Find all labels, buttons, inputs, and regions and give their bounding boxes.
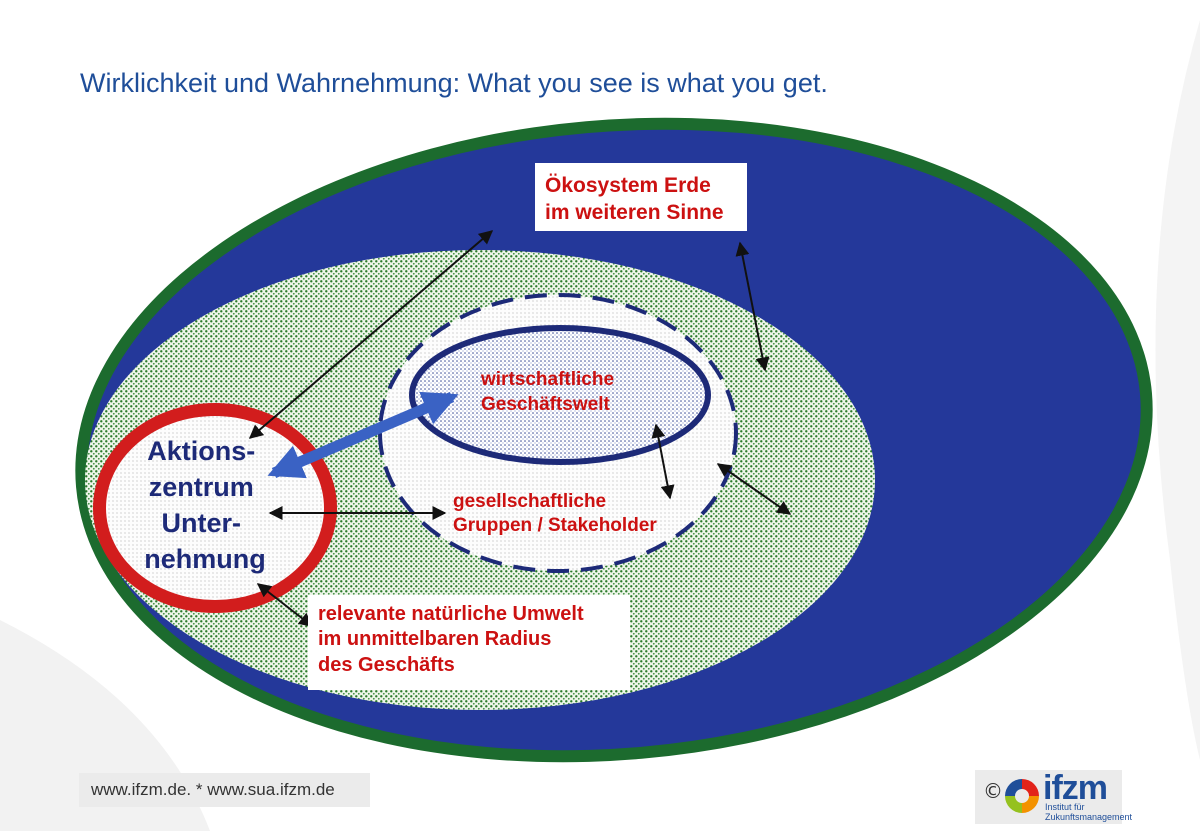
environment-label: relevante natürliche Umwelt im unmittelb… (318, 603, 589, 676)
arrow-business-to-stakeholder (651, 423, 675, 500)
ifzm-logo: © ifzm Institut für Zukunftsmanagement (975, 769, 1132, 824)
environment-label-box (308, 595, 630, 690)
arrow-ecosystem-to-environment (735, 241, 770, 372)
arrow-center-to-environment (256, 583, 314, 627)
copyright-symbol: © (983, 779, 1003, 803)
ecosystem-label: Ökosystem Erde im weiteren Sinne (545, 174, 724, 224)
ifzm-logo-subtitle-2: Zukunftsmanagement (1045, 812, 1133, 822)
ifzm-logo-word: ifzm (1043, 769, 1108, 807)
ecosystem-label-box (535, 163, 747, 231)
action-center-label: Aktions- zentrum Unter- nehmung (144, 436, 266, 574)
business-world-label: wirtschaftliche Geschäftswelt (480, 369, 619, 415)
arrow-center-to-business (267, 391, 459, 479)
arrow-stakeholder-to-environment (716, 463, 792, 515)
footer-url[interactable]: www.ifzm.de. * www.sua.ifzm.de (79, 773, 370, 807)
page-title: Wirklichkeit und Wahrnehmung: What you s… (80, 68, 828, 98)
stakeholder-label: gesellschaftliche Gruppen / Stakeholder (453, 491, 657, 536)
ifzm-logo-icon (1005, 779, 1039, 813)
ifzm-logo-subtitle-1: Institut für (1045, 802, 1085, 812)
